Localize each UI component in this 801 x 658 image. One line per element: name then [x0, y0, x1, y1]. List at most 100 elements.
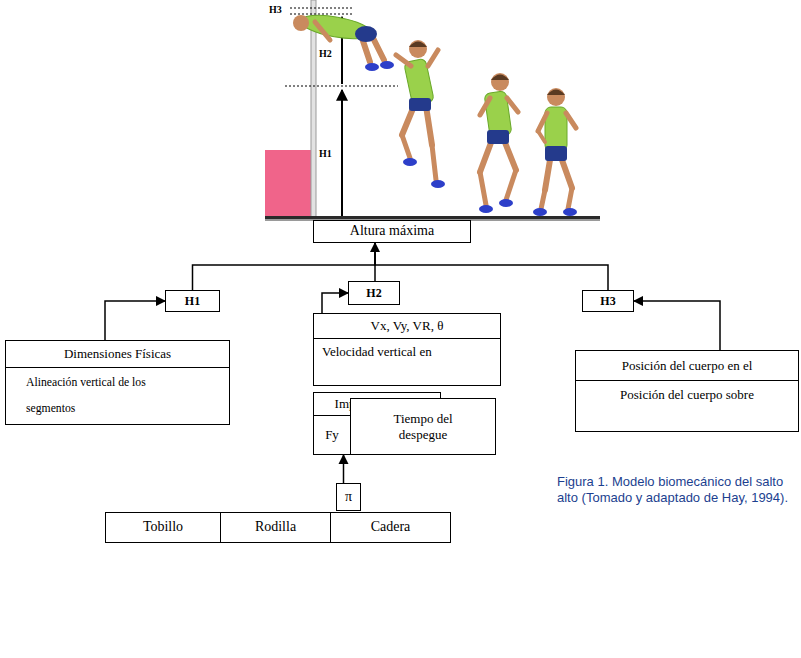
joint-box: Rodilla [220, 512, 331, 543]
text-holder: Cadera [335, 519, 446, 536]
text-holder: Altura máxima [318, 223, 466, 240]
symbol-box: π [336, 483, 361, 511]
athlete-figure [491, 73, 509, 91]
height-markers [290, 8, 352, 9]
athlete-figure [396, 40, 445, 188]
connector [343, 455, 345, 483]
athlete-figure [409, 42, 427, 48]
athlete-figure [479, 205, 493, 213]
athlete-figure [487, 130, 509, 144]
athlete-figure [403, 158, 417, 166]
athlete-figure [568, 188, 572, 209]
height-box: H2 [348, 281, 400, 305]
athlete-figure [365, 63, 379, 71]
text-holder: Tiempo del despegue [377, 411, 469, 442]
athlete-figure [538, 113, 547, 131]
text-holder: Fy [316, 427, 348, 443]
athlete-figure [545, 146, 567, 161]
text-holder: Rodilla [225, 519, 326, 536]
athlete-figure [507, 98, 518, 112]
box-label: Tiempo del despegue [377, 411, 469, 442]
athlete-figure [562, 160, 572, 188]
box-label: Fy [316, 427, 348, 443]
joint-box: Tobillo [105, 512, 221, 543]
athlete-figure [431, 180, 445, 188]
athlete-figure [506, 170, 516, 200]
height-markers [341, 90, 343, 216]
figure-caption: Figura 1. Modelo biomecánico del salto a… [557, 474, 793, 506]
athlete-figure [479, 73, 518, 213]
athlete-figure [409, 40, 427, 58]
height-box: H1 [165, 290, 220, 312]
factor-box: Posición del cuerpo en el [575, 350, 799, 381]
athlete-figure [293, 11, 394, 71]
text-holder: Tobillo [110, 519, 216, 536]
box-label: Velocidad vertical en [322, 344, 492, 360]
athlete-figure [355, 26, 377, 42]
factor-box: Fy [313, 415, 351, 455]
factor-box: Velocidad vertical en [313, 338, 501, 386]
connector [634, 301, 720, 350]
athlete-figure [545, 160, 550, 190]
box-label: H3 [585, 294, 631, 308]
athlete-figure [504, 140, 516, 170]
box-label: π [338, 489, 359, 506]
height-markers [285, 8, 398, 216]
connector [105, 301, 165, 340]
box-label: H1 [168, 294, 217, 308]
athlete-figure [396, 55, 411, 66]
box-label: Tobillo [110, 519, 216, 536]
athlete-figure [480, 172, 486, 205]
ground-line [265, 216, 600, 219]
text-holder: Dimensiones Físicas [12, 346, 223, 362]
height-label: H2 [318, 48, 333, 59]
athlete-figure [402, 135, 410, 158]
athlete-figure [409, 98, 431, 111]
text-holder: Posición del cuerpo sobre [582, 387, 792, 403]
factor-box: Alineación vertical de los segmentos [5, 367, 230, 425]
athlete-figure [547, 88, 565, 106]
box-label: Posición del cuerpo en el [582, 358, 792, 374]
jump-standard [311, 0, 316, 217]
athlete-figure [563, 208, 577, 216]
box-label: Alineación vertical de los segmentos [26, 370, 169, 422]
athlete-figure [499, 199, 513, 207]
jump-standard [311, 0, 316, 217]
result-box: Altura máxima [313, 220, 471, 243]
athlete-figure [426, 106, 432, 145]
text-holder: H3 [585, 294, 631, 308]
height-box: H3 [582, 290, 634, 312]
factor-box: Tiempo del despegue [350, 398, 496, 455]
box-label: H2 [351, 286, 397, 300]
athlete-figure [547, 90, 565, 96]
athlete-figure [480, 140, 492, 172]
box-label: Dimensiones Físicas [12, 346, 223, 362]
box-label: Posición del cuerpo sobre [582, 387, 792, 403]
athlete-figure [533, 88, 577, 216]
text-holder: H1 [168, 294, 217, 308]
landing-mat [265, 150, 311, 217]
text-holder: Vx, Vy, VR, θ [320, 318, 494, 334]
athlete-figure [566, 113, 576, 128]
text-holder: Velocidad vertical en [322, 344, 492, 360]
text-holder: H2 [351, 286, 397, 300]
athlete-figure [541, 190, 545, 209]
height-markers [290, 14, 352, 15]
joint-box: Cadera [330, 512, 451, 543]
athlete-figure [432, 145, 436, 180]
connector [322, 293, 348, 313]
text-holder: Alineación vertical de los segmentos [26, 370, 169, 422]
height-label: H3 [268, 4, 283, 15]
athlete-figure [533, 208, 547, 216]
athlete-figure [315, 22, 330, 40]
text-holder: Posición del cuerpo en el [582, 358, 792, 374]
box-label: Rodilla [225, 519, 326, 536]
box-label: Cadera [335, 519, 446, 536]
athlete-figure [293, 15, 309, 31]
connector [375, 243, 608, 290]
athlete-figure [480, 98, 490, 115]
box-label: Vx, Vy, VR, θ [320, 318, 494, 334]
factor-box: Posición del cuerpo sobre [575, 380, 799, 432]
athlete-figure [491, 75, 509, 81]
factor-box: Vx, Vy, VR, θ [313, 313, 501, 339]
